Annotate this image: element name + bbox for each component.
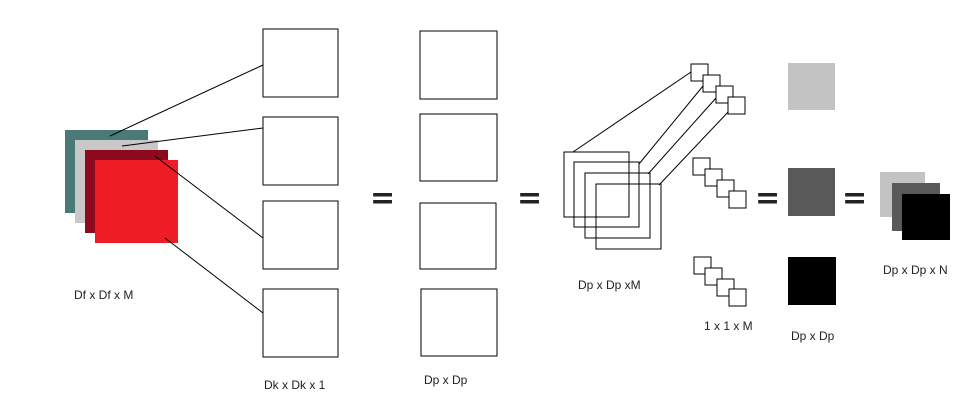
input-to-kernel-connectors: [109, 64, 264, 314]
connector-line-4: [164, 237, 264, 314]
stack-connector-line-3: [647, 97, 717, 175]
label-stacked: Dp x Dp xM: [578, 278, 641, 292]
pointwise-output-mid: [788, 168, 835, 216]
depthwise-output-box-2: [419, 113, 498, 182]
pointwise-kernel-group-3: [693, 256, 747, 307]
equals-sign-3: =: [755, 181, 780, 216]
input-layer-4: [95, 160, 178, 243]
depthwise-output-box-1: [419, 30, 498, 100]
stacked-box-3: [584, 172, 651, 239]
stack-connector-line-2: [638, 85, 704, 165]
depthwise-output-box-4: [420, 288, 498, 357]
depthwise-outputs: [419, 30, 498, 357]
label-kernels: Dk x Dk x 1: [264, 378, 326, 392]
pointwise-output-dark: [788, 257, 836, 305]
connector-line-3: [154, 155, 264, 239]
kernel-box-4: [262, 288, 339, 358]
equals-sign-4: =: [842, 181, 867, 216]
stacked-box-4: [595, 183, 662, 250]
pointwise-kernel-group-2: [692, 157, 747, 209]
final-output-stack: [880, 172, 950, 240]
pointwise-kernel-square: [728, 190, 747, 209]
pointwise-kernel-square: [727, 96, 746, 115]
equals-sign-1: =: [370, 181, 395, 216]
kernel-box-1: [262, 28, 339, 98]
connector-line-1: [109, 64, 264, 137]
depthwise-kernels: [262, 28, 339, 358]
pointwise-kernel-group-1: [690, 63, 746, 115]
label-input: Df x Df x M: [74, 288, 133, 302]
stack-to-pointwise-connectors: [572, 71, 731, 186]
stack-connector-line-4: [658, 109, 731, 186]
label-final-output: Dp x Dp x N: [883, 263, 948, 277]
pointwise-kernel-square: [728, 288, 747, 307]
label-depthwise-outputs: Dp x Dp: [424, 373, 468, 387]
stacked-depthwise-output: [563, 151, 662, 250]
pointwise-output-light: [788, 63, 835, 110]
stack-connector-line-1: [572, 71, 692, 153]
label-pointwise-outputs: Dp x Dp: [791, 329, 835, 343]
kernel-box-3: [262, 200, 339, 270]
stacked-box-2: [573, 161, 640, 228]
equals-sign-2: =: [517, 181, 542, 216]
kernel-box-2: [262, 116, 339, 186]
final-output-layer-dark: [902, 194, 950, 240]
connector-line-2: [121, 127, 264, 147]
input-feature-map-stack: [65, 130, 178, 243]
label-pointwise-kernels: 1 x 1 x M: [704, 319, 753, 333]
depthwise-output-box-3: [419, 202, 497, 270]
pointwise-outputs: [788, 63, 836, 305]
